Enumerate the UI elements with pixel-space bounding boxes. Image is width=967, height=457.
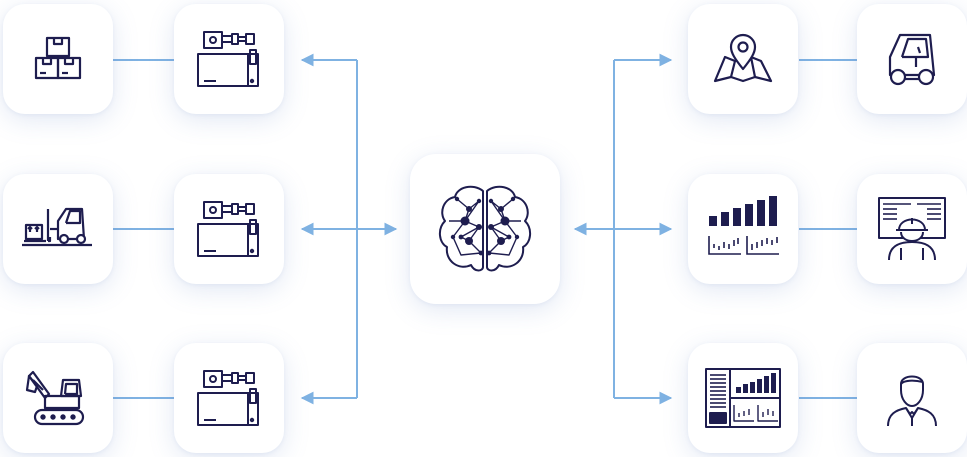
person-icon (887, 375, 937, 427)
edge-device-icon (197, 201, 259, 257)
target-tile-person (857, 343, 967, 453)
target-tile-forklift (857, 4, 967, 114)
worker-dashboard-icon (878, 197, 946, 261)
edge-device-tile-3 (174, 343, 284, 453)
insight-tile-dashboard (688, 343, 798, 453)
source-tile-boxes (3, 4, 113, 114)
edge-device-tile-1 (174, 4, 284, 114)
insight-tile-bar-chart (688, 174, 798, 284)
map-location-icon (713, 33, 773, 83)
forklift-front-icon (888, 33, 936, 86)
analytics-dashboard-icon (705, 368, 781, 428)
edge-device-icon (197, 370, 259, 426)
source-tile-excavator (3, 343, 113, 453)
bar-chart-icon (708, 196, 779, 255)
hub-tile (410, 154, 560, 304)
source-tile-forklift (3, 174, 113, 284)
forklift-icon (22, 207, 92, 247)
edge-device-icon (197, 31, 259, 87)
target-tile-worker-dashboard (857, 174, 967, 284)
insight-tile-map (688, 4, 798, 114)
edge-device-tile-2 (174, 174, 284, 284)
boxes-icon (34, 36, 82, 80)
brain-network-icon (439, 185, 531, 272)
excavator-icon (25, 370, 85, 426)
